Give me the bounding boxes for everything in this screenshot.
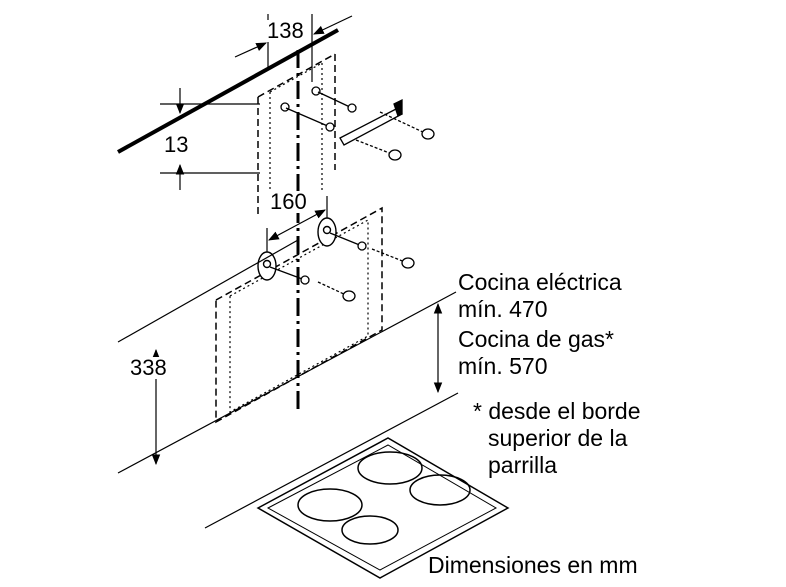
gas-min-label: mín. 570 <box>458 353 548 379</box>
footnote-line-1: * desde el borde <box>473 398 641 424</box>
cooktop-zone-2 <box>409 474 471 506</box>
cooktop-zone-1 <box>357 451 423 485</box>
upper-screws <box>285 91 435 161</box>
dim-138-lines <box>234 14 353 82</box>
dim-13-lines <box>160 88 260 190</box>
hood-plane-lines <box>117 239 459 529</box>
electric-hob-label: Cocina eléctrica <box>458 269 622 295</box>
footnote-line-2: superior de la <box>488 425 628 451</box>
electric-min-label: mín. 470 <box>458 296 548 322</box>
footnote-line-3: parrilla <box>488 452 558 478</box>
ceiling-line <box>117 28 339 154</box>
cooktop <box>256 437 510 579</box>
lower-screws <box>269 232 415 302</box>
dim-138-label: 138 <box>265 18 306 43</box>
upper-bracket <box>280 86 403 146</box>
dim-13-label: 13 <box>162 132 191 157</box>
lower-brackets <box>257 217 337 281</box>
dim-338-label: 338 <box>128 355 169 380</box>
gas-hob-label: Cocina de gas* <box>458 326 614 352</box>
dim-160-label: 160 <box>268 189 309 214</box>
cooktop-zone-3 <box>297 488 363 522</box>
cooktop-zone-4 <box>341 515 399 545</box>
units-caption: Dimensiones en mm <box>428 552 638 578</box>
lower-chimney-inner <box>229 218 369 414</box>
